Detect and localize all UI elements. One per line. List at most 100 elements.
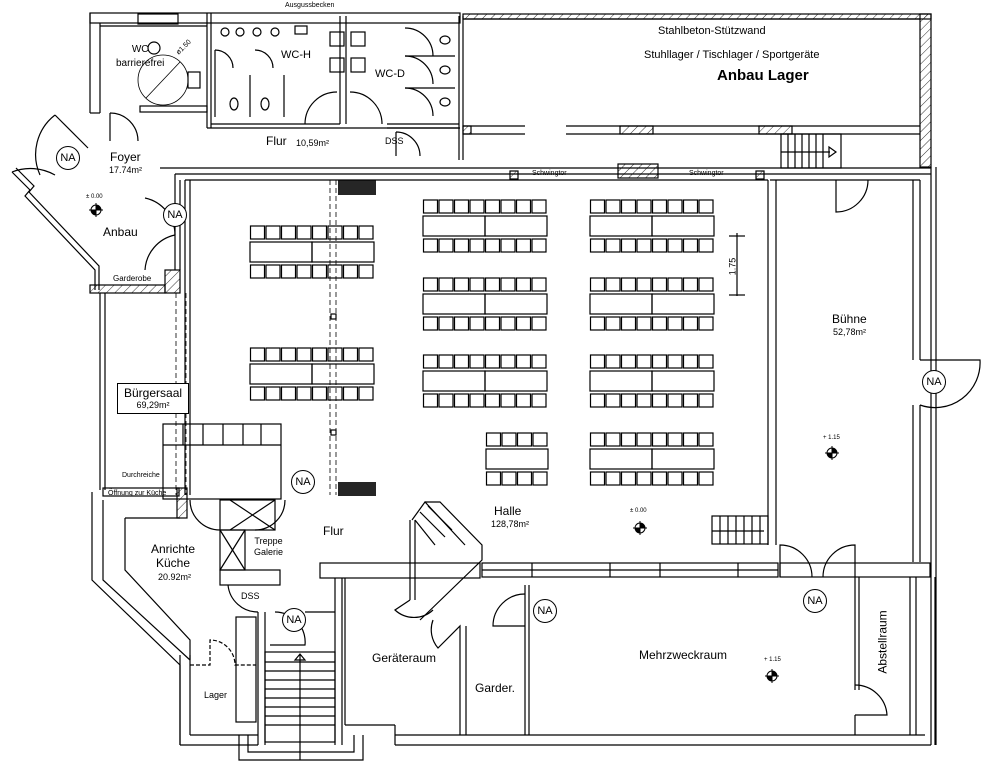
- garder-label: Garder.: [475, 681, 516, 695]
- dss-bottom-label: DSS: [241, 591, 260, 601]
- chair: [636, 393, 652, 408]
- oeffnung-kueche-label: Öffnung zur Küche: [108, 490, 167, 497]
- chair: [327, 264, 343, 279]
- chair: [682, 199, 699, 214]
- halle-area: 128,78m²: [491, 519, 530, 529]
- table: [484, 215, 548, 237]
- chair: [667, 277, 683, 292]
- chair: [531, 199, 547, 214]
- chair: [327, 225, 343, 240]
- foyer-walls: [11, 114, 181, 294]
- schwingtor-label-1: Schwingtor: [532, 170, 567, 177]
- table: [422, 370, 486, 392]
- table: [651, 370, 715, 392]
- table: [249, 363, 313, 385]
- chair: [422, 316, 439, 331]
- level-marker-icon: [765, 669, 779, 683]
- chair: [280, 347, 297, 362]
- emergency-exit-marker: NA: [533, 599, 557, 623]
- chair: [296, 386, 312, 401]
- chair: [469, 199, 485, 214]
- chair: [698, 471, 714, 486]
- chair: [651, 354, 668, 369]
- south-rooms-walls: [344, 577, 936, 746]
- kitchen-walls: [91, 487, 481, 761]
- chair: [589, 316, 606, 331]
- chair: [651, 199, 668, 214]
- anbau-label: Anbau: [103, 225, 138, 239]
- chair: [311, 264, 328, 279]
- table: [249, 241, 313, 263]
- chair: [469, 393, 485, 408]
- chair: [651, 432, 668, 447]
- chair: [311, 386, 328, 401]
- chair: [422, 393, 439, 408]
- chair: [438, 354, 454, 369]
- chair: [342, 225, 359, 240]
- chair: [589, 471, 606, 486]
- emergency-exit-marker: NA: [163, 203, 187, 227]
- chair: [682, 471, 699, 486]
- chair: [484, 316, 501, 331]
- chair: [531, 316, 547, 331]
- chair: [249, 347, 266, 362]
- chair: [469, 238, 485, 253]
- dimension-label: 1.75: [727, 257, 738, 276]
- table: [651, 215, 715, 237]
- chair: [589, 393, 606, 408]
- chair: [605, 393, 621, 408]
- chair: [620, 471, 637, 486]
- chair: [358, 347, 374, 362]
- level-marker-icon: [633, 521, 647, 535]
- chair: [605, 238, 621, 253]
- chair: [620, 393, 637, 408]
- table: [422, 293, 486, 315]
- durchreiche-label: Durchreiche: [122, 472, 160, 479]
- chair: [620, 199, 637, 214]
- chair: [667, 354, 683, 369]
- chair: [636, 277, 652, 292]
- table: [589, 370, 653, 392]
- chair: [265, 225, 281, 240]
- foyer-label: Foyer: [110, 150, 141, 164]
- chair: [485, 432, 502, 447]
- chair: [589, 238, 606, 253]
- lager-usage-label: Stuhllager / Tischlager / Sportgeräte: [644, 49, 820, 61]
- chair: [342, 264, 359, 279]
- chair: [515, 199, 532, 214]
- chair: [698, 238, 714, 253]
- emergency-exit-marker: NA: [803, 589, 827, 613]
- chair: [342, 347, 359, 362]
- chair: [500, 393, 516, 408]
- buehne-area: 52,78m²: [833, 327, 867, 337]
- table: [651, 448, 715, 470]
- chair: [620, 354, 637, 369]
- chair: [453, 199, 470, 214]
- chair: [484, 277, 501, 292]
- lager-label: Lager: [204, 690, 228, 700]
- chair: [469, 277, 485, 292]
- table: [589, 293, 653, 315]
- table: [422, 215, 486, 237]
- chair: [682, 316, 699, 331]
- chair: [469, 354, 485, 369]
- anbau-lager-walls: [160, 13, 932, 180]
- chair: [651, 393, 668, 408]
- chair: [249, 264, 266, 279]
- kueche-area: 20.92m²: [158, 572, 192, 582]
- foyer-area: 17.74m²: [109, 165, 143, 175]
- table: [589, 448, 653, 470]
- emergency-exit-marker: NA: [282, 608, 306, 632]
- chair: [589, 432, 606, 447]
- flur-mid-label: Flur: [323, 524, 344, 538]
- chair: [501, 471, 517, 486]
- chair: [265, 347, 281, 362]
- table: [589, 215, 653, 237]
- garderobe-label: Garderobe: [113, 274, 152, 283]
- chair: [249, 386, 266, 401]
- chair: [422, 277, 439, 292]
- emergency-exit-marker: NA: [291, 470, 315, 494]
- dimension-line: [729, 233, 745, 296]
- chair: [605, 354, 621, 369]
